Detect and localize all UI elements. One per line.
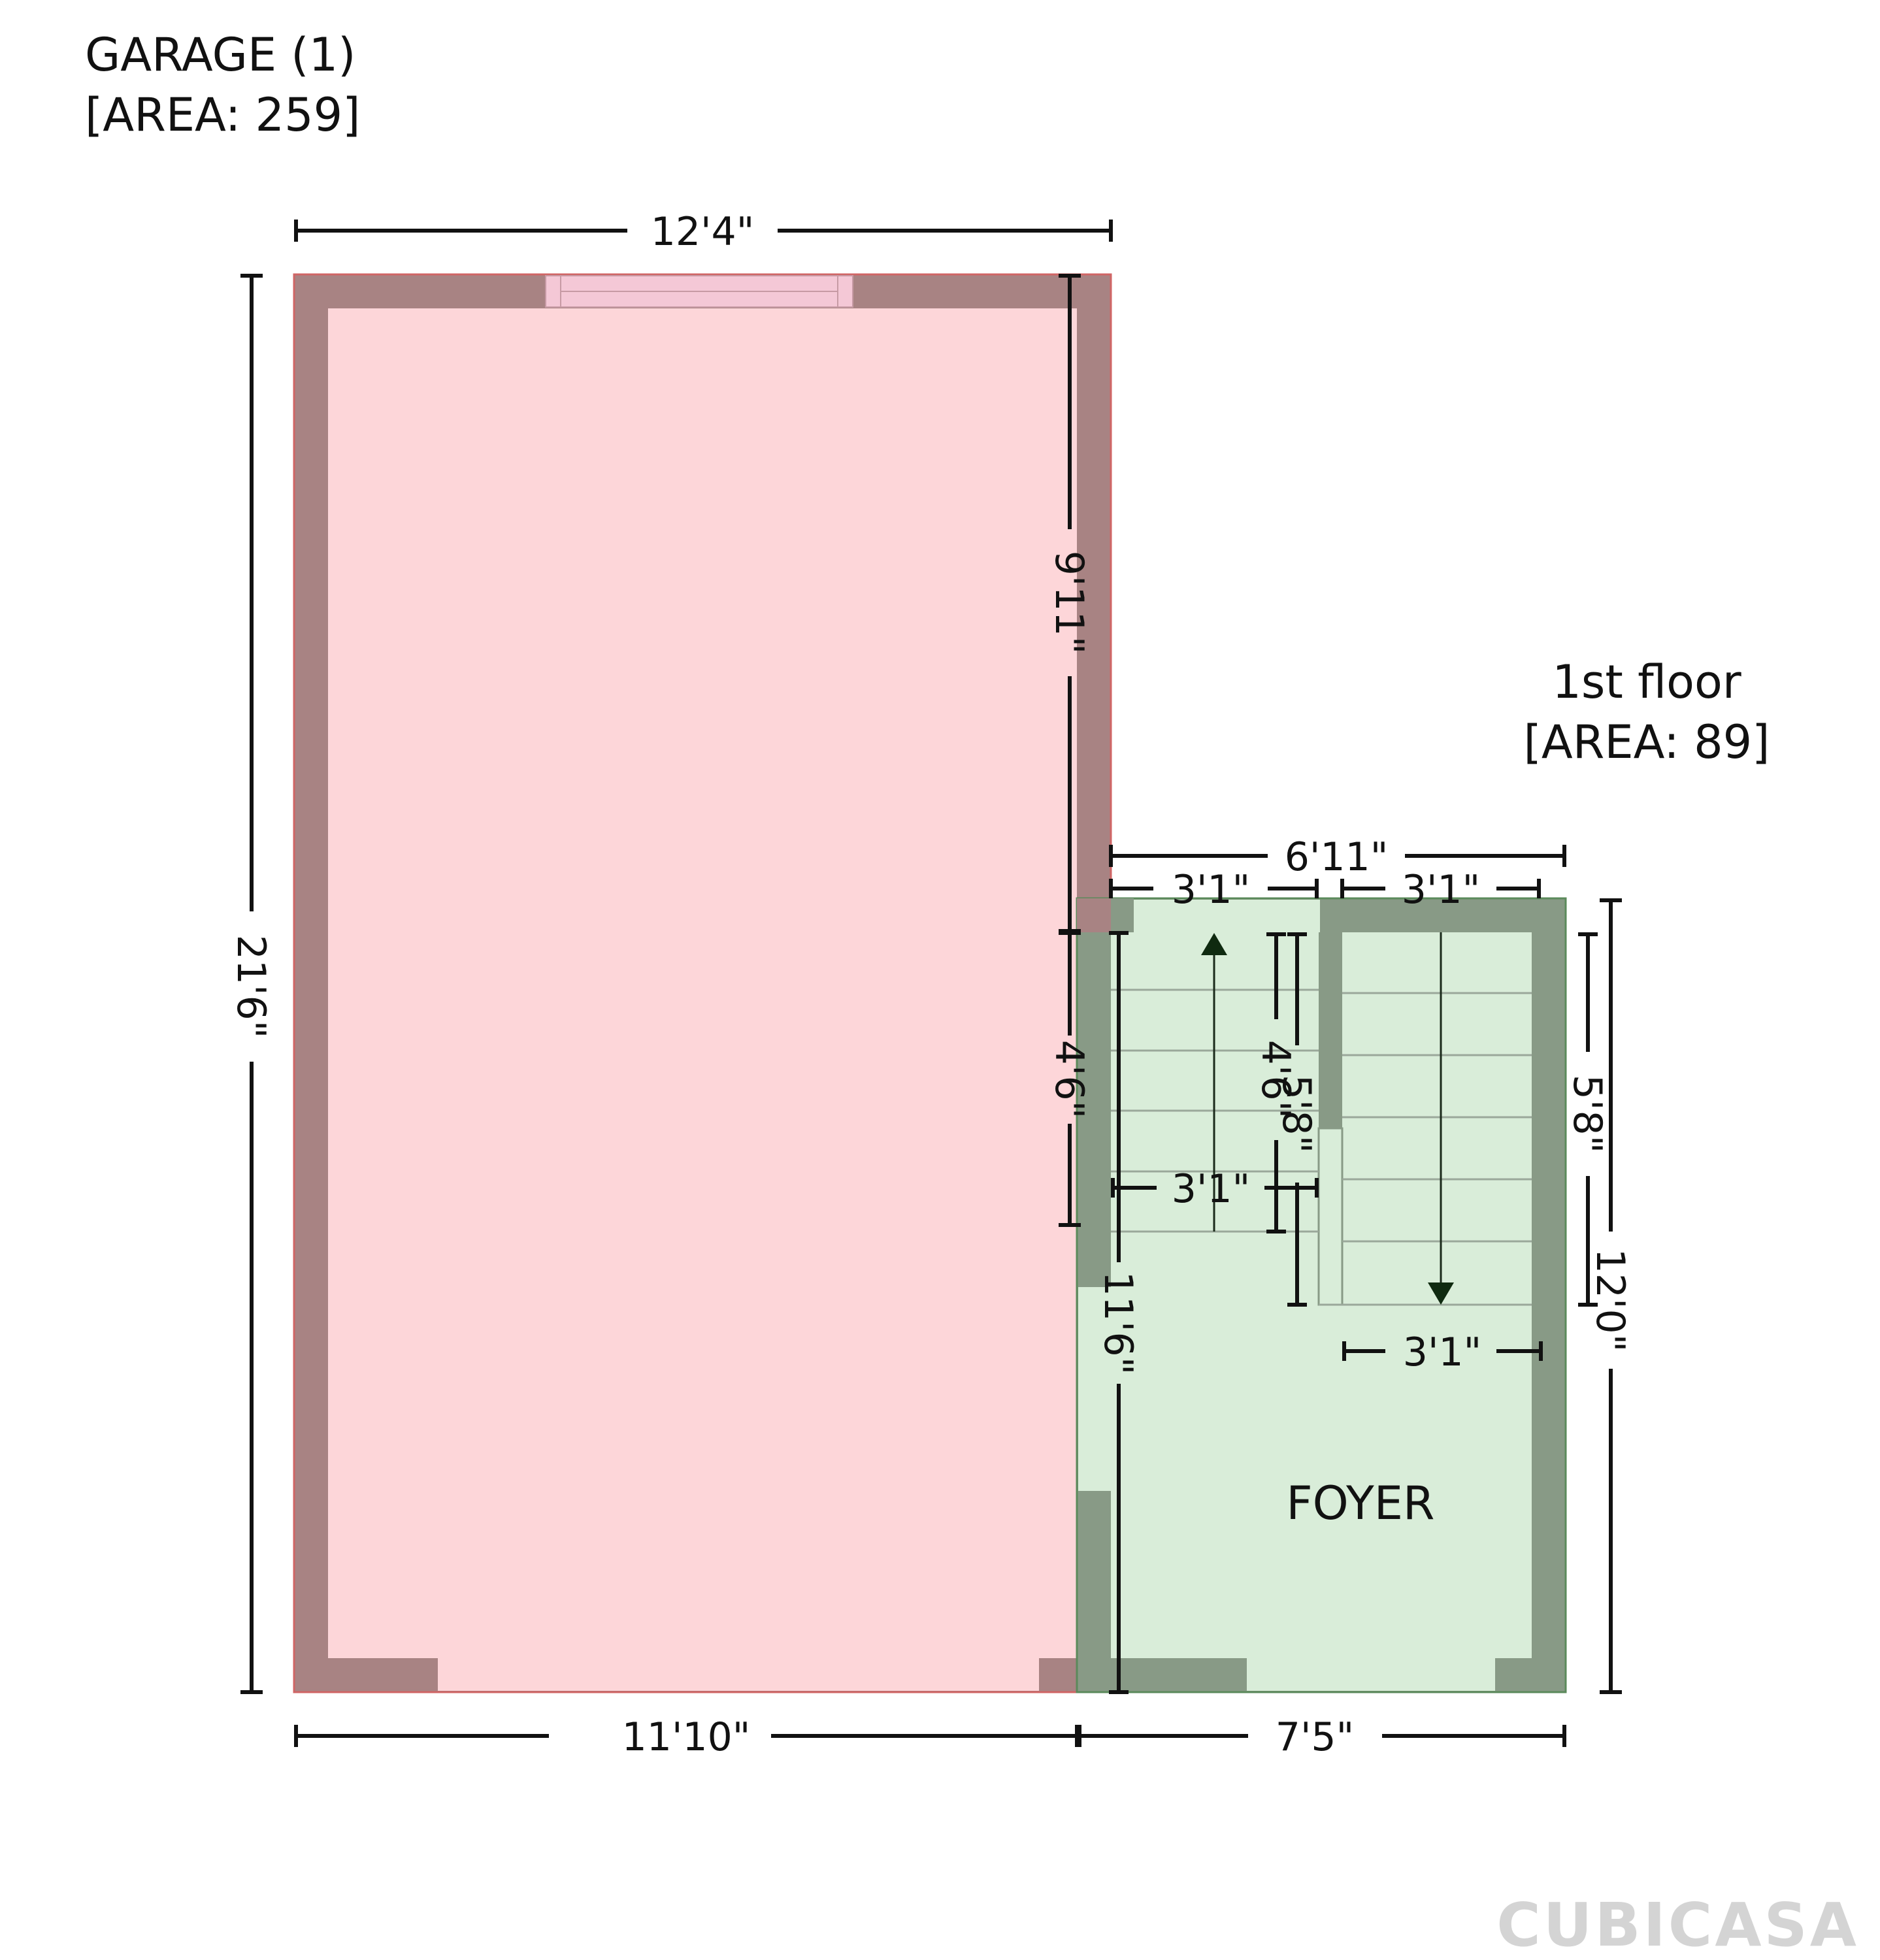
svg-text:4'6": 4'6" [1046, 1040, 1092, 1119]
garage-door-opening [438, 1658, 1039, 1691]
dim-foyer-right: 12'0" [1587, 898, 1633, 1694]
foyer-room [1076, 897, 1567, 1693]
svg-text:6'11": 6'11" [1285, 834, 1389, 880]
foyer-entry-opening [1247, 1658, 1495, 1691]
dim-foyer-bottom: 7'5" [1078, 1714, 1566, 1760]
dim-stair-center-height: 5'8" [1274, 932, 1319, 1307]
dim-stair-right-top: 3'1" [1340, 867, 1541, 913]
foyer-label: FOYER [1286, 1477, 1434, 1530]
dim-foyer-left: 11'6" [1095, 931, 1141, 1694]
floor-title: 1st floor [1552, 655, 1741, 709]
dim-garage-top: 12'4" [294, 209, 1113, 255]
svg-text:5'8": 5'8" [1274, 1075, 1319, 1153]
garage-floor [328, 308, 1077, 1658]
garage-window [545, 275, 853, 308]
dim-foyer-top: 6'11" [1109, 834, 1566, 880]
dim-garage-left: 21'6" [228, 274, 274, 1694]
svg-text:3'1": 3'1" [1402, 867, 1480, 913]
stair-divider-wall [1319, 932, 1342, 1128]
dim-garage-bottom: 11'10" [294, 1714, 1079, 1760]
stair-down-arrow [1428, 932, 1454, 1305]
garage-title: GARAGE (1) [85, 28, 355, 82]
svg-text:11'10": 11'10" [622, 1714, 751, 1760]
svg-text:3'1": 3'1" [1403, 1330, 1481, 1375]
dim-stair-left-top: 3'1" [1109, 867, 1319, 913]
dim-stair-right-bottom: 3'1" [1342, 1330, 1543, 1375]
svg-text:4'6": 4'6" [1253, 1040, 1298, 1119]
svg-text:12'4": 12'4" [651, 209, 755, 255]
svg-text:3'1": 3'1" [1172, 1166, 1250, 1212]
garage-room [293, 273, 1112, 1693]
brand-logo: CUBICASA [1496, 1890, 1859, 1960]
svg-text:9'11": 9'11" [1046, 551, 1092, 655]
svg-text:12'0": 12'0" [1587, 1249, 1633, 1352]
stair-right [1319, 992, 1532, 1306]
stair-up-arrow [1201, 933, 1227, 1232]
garage-foyer-opening [1078, 1287, 1111, 1491]
svg-text:3'1": 3'1" [1172, 867, 1250, 913]
svg-text:7'5": 7'5" [1276, 1714, 1354, 1760]
dim-garage-lower-right: 4'6" [1046, 931, 1092, 1227]
svg-text:5'8": 5'8" [1564, 1075, 1610, 1153]
dim-stair-left-height: 4'6" [1253, 932, 1298, 1233]
svg-text:21'6": 21'6" [228, 935, 274, 1039]
dim-stair-right-height: 5'8" [1564, 932, 1610, 1307]
dim-stair-left-mid: 3'1" [1111, 1166, 1319, 1212]
floor-area: [AREA: 89] [1524, 715, 1770, 769]
svg-text:11'6": 11'6" [1095, 1271, 1141, 1375]
garage-area: [AREA: 259] [85, 88, 360, 142]
